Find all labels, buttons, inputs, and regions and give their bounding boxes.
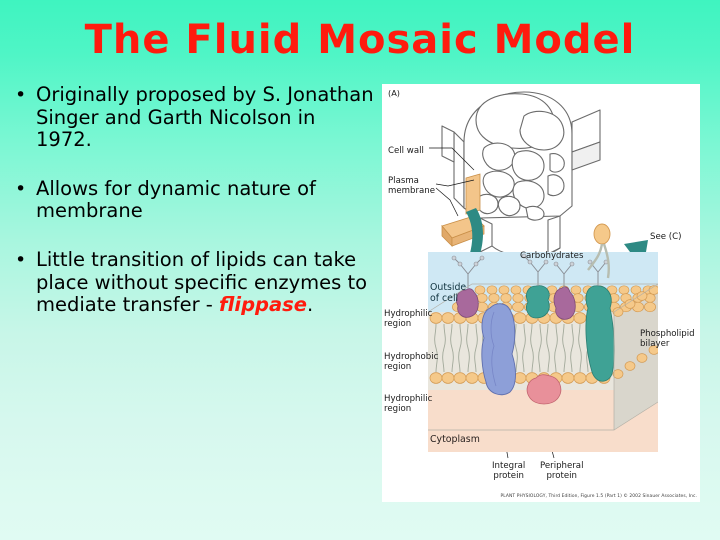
- glycoprotein-teal-right: [585, 285, 615, 382]
- panel-letter: (A): [388, 88, 400, 98]
- page-title: The Fluid Mosaic Model: [84, 17, 636, 63]
- bullet-marker: •: [15, 177, 27, 200]
- integral-protein-shape: [481, 303, 516, 396]
- bullet-text: Allows for dynamic nature of membrane: [36, 176, 316, 223]
- figure-credit: PLANT PHYSIOLOGY, Third Edition, Figure …: [500, 494, 697, 499]
- glycoprotein-purple-right: [553, 286, 576, 320]
- label-peripheral-protein: Peripheral protein: [540, 461, 584, 482]
- bullet-text: Little transition of lipids can take pla…: [36, 248, 374, 317]
- label-see-c: See (C): [650, 232, 682, 242]
- label-cell-wall: Cell wall: [388, 146, 424, 156]
- figure-panel: (A): [382, 84, 700, 502]
- glycoprotein-purple-left: [456, 288, 479, 318]
- label-phospholipid-bilayer: Phospholipid bilayer: [640, 329, 695, 350]
- glycoprotein-teal-center: [526, 285, 550, 319]
- list-item: • Originally proposed by S. Jonathan Sin…: [8, 83, 374, 152]
- bullet-text-tail: .: [306, 293, 314, 317]
- list-item: • Allows for dynamic nature of membrane: [8, 176, 374, 223]
- label-cytoplasm: Cytoplasm: [430, 434, 480, 445]
- label-plasma-membrane: Plasma membrane: [388, 176, 436, 197]
- label-hydrophobic: Hydrophobic region: [384, 352, 439, 373]
- bullet-marker: •: [15, 249, 27, 272]
- label-integral-protein: Integral protein: [492, 461, 526, 482]
- bullet-list: • Originally proposed by S. Jonathan Sin…: [8, 83, 374, 343]
- label-hydrophilic-bottom: Hydrophilic region: [384, 394, 433, 415]
- bullet-text-lead: Little transition of lipids can take pla…: [36, 248, 368, 317]
- single-phospholipid-molecule: [587, 223, 611, 279]
- plant-cell-illustration: [441, 91, 601, 262]
- membrane-cross-section: [428, 252, 658, 452]
- peripheral-protein-shape: [526, 374, 562, 405]
- label-hydrophilic-top: Hydrophilic region: [384, 309, 433, 330]
- bullet-marker: •: [15, 84, 27, 106]
- label-outside-of-cell: Outside of cell: [430, 282, 467, 305]
- label-carbohydrates: Carbohydrates: [520, 251, 584, 261]
- list-item: • Little transition of lipids can take p…: [8, 248, 374, 317]
- bullet-text: Originally proposed by S. Jonathan Singe…: [36, 83, 374, 152]
- flippase-term: flippase: [219, 293, 307, 317]
